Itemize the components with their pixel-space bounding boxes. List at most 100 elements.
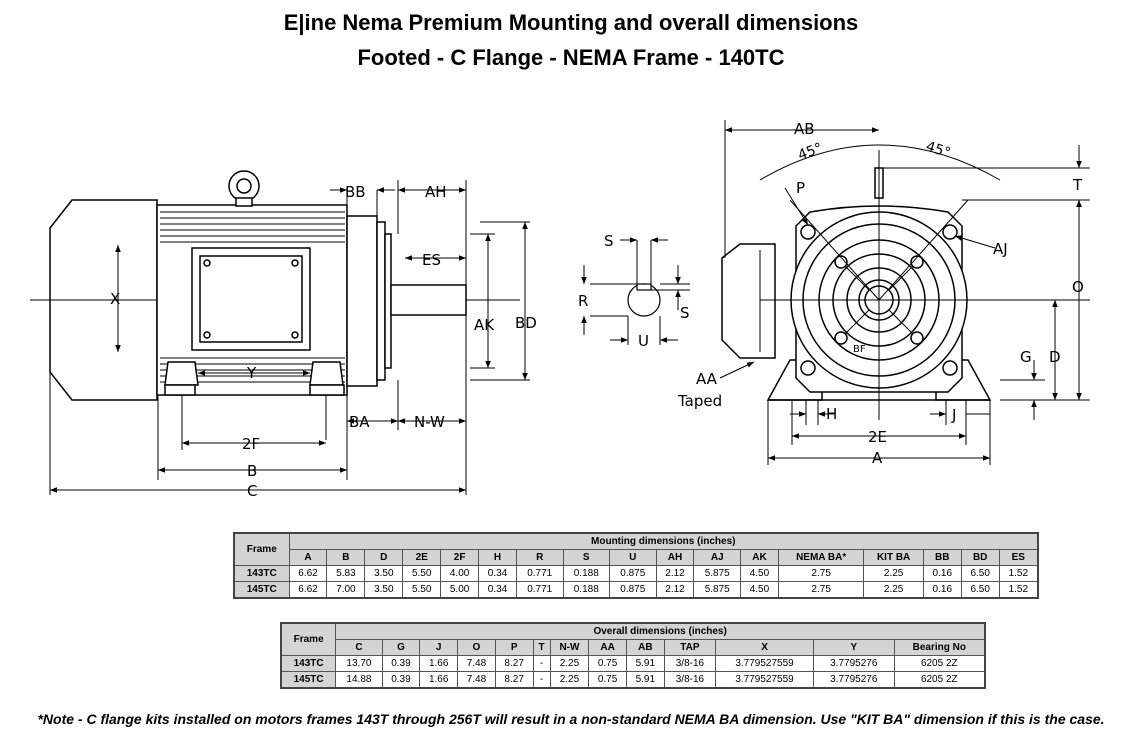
- mounting-col-header: U: [609, 549, 657, 566]
- title-line-1: E|ine Nema Premium Mounting and overall …: [283, 10, 859, 35]
- table-cell: 6.62: [288, 565, 328, 582]
- footnote: *Note - C flange kits installed on motor…: [37, 711, 1105, 727]
- overall-col-header: X: [715, 639, 814, 656]
- table-cell: 0.75: [588, 671, 627, 689]
- table-cell: 0.39: [381, 671, 421, 689]
- label-taped: Taped: [677, 392, 722, 410]
- label-2e: 2E: [868, 428, 887, 446]
- front-view: [719, 120, 1090, 465]
- table-cell: 4.50: [740, 565, 779, 582]
- shaft-detail: [581, 237, 690, 345]
- mounting-col-header: B: [326, 549, 366, 566]
- overall-col-header: AA: [588, 639, 627, 656]
- mounting-col-header: AJ: [693, 549, 741, 566]
- table-cell: 6.50: [960, 581, 1000, 599]
- label-45-left: 45°: [796, 140, 825, 164]
- overall-col-header: G: [381, 639, 421, 656]
- label-o: O: [1072, 278, 1084, 296]
- overall-col-header: Bearing No: [893, 639, 986, 656]
- table-cell: 0.188: [562, 565, 611, 582]
- table-cell: 7.48: [457, 671, 496, 689]
- mounting-col-header: A: [288, 549, 328, 566]
- overall-col-header: C: [335, 639, 383, 656]
- mounting-col-header: H: [478, 549, 517, 566]
- mount-caption: Mounting dimensions (inches): [288, 532, 1039, 550]
- mounting-col-header: R: [515, 549, 564, 566]
- table-cell: 3.779527559: [715, 655, 814, 672]
- table-cell: -: [532, 671, 551, 689]
- table-cell: 3.7795276: [812, 655, 895, 672]
- label-45-right: 45°: [924, 139, 953, 162]
- overall-col-header: N-W: [549, 639, 590, 656]
- mounting-col-header: S: [562, 549, 611, 566]
- label-shaft-u: U: [638, 332, 649, 350]
- table-cell: 2.25: [549, 671, 590, 689]
- overall-col-header: O: [457, 639, 496, 656]
- table-cell: 5.50: [402, 565, 442, 582]
- shaft-detail-labels: S R S U: [578, 232, 690, 350]
- label-bf: BF: [853, 344, 866, 355]
- table-cell: 0.39: [381, 655, 421, 672]
- label-es: ES: [422, 251, 441, 269]
- overall-col-header: TAP: [663, 639, 717, 656]
- label-x: X: [110, 290, 120, 308]
- table-cell: 5.91: [625, 671, 665, 689]
- table-cell: 0.16: [922, 581, 962, 599]
- label-g: G: [1020, 348, 1032, 366]
- label-d: D: [1049, 348, 1061, 366]
- overall-col-header: Y: [812, 639, 895, 656]
- mounting-col-header: NEMA BA*: [777, 549, 865, 566]
- label-p: P: [796, 179, 805, 197]
- table-cell: 3/8-16: [663, 671, 717, 689]
- table-cell: 7.48: [457, 655, 496, 672]
- table-cell: 6205 2Z: [893, 671, 986, 689]
- table-cell: 5.91: [625, 655, 665, 672]
- table-cell: 0.16: [922, 565, 962, 582]
- table-cell: 3.7795276: [812, 671, 895, 689]
- table-cell: 1.52: [998, 565, 1039, 582]
- label-bb: BB: [345, 183, 366, 201]
- table-cell: 0.875: [609, 565, 657, 582]
- label-b: B: [247, 462, 257, 480]
- frame-cell: 143TC: [280, 655, 337, 672]
- label-shaft-s-top: S: [604, 232, 614, 250]
- mount-frame-header: Frame: [233, 532, 290, 566]
- overall-col-header: T: [532, 639, 551, 656]
- table-cell: 8.27: [494, 655, 534, 672]
- mounting-col-header: KIT BA: [863, 549, 924, 566]
- label-ab: AB: [794, 120, 815, 138]
- table-cell: 3/8-16: [663, 655, 717, 672]
- label-shaft-s-side: S: [680, 304, 690, 322]
- table-cell: 0.34: [478, 581, 517, 599]
- table-cell: 3.779527559: [715, 671, 814, 689]
- table-cell: 2.75: [777, 581, 865, 599]
- mounting-col-header: AH: [655, 549, 695, 566]
- table-cell: -: [532, 655, 551, 672]
- table-cell: 13.70: [335, 655, 383, 672]
- table-cell: 1.66: [419, 671, 459, 689]
- label-aa: AA: [696, 370, 718, 388]
- table-cell: 1.52: [998, 581, 1039, 599]
- side-view-labels: BB AH ES X AK BD Y BA N-W 2F B C: [110, 183, 537, 500]
- motor-drawing: BB AH ES X AK BD Y BA N-W 2F B C S R S: [30, 120, 1090, 500]
- label-nw: N-W: [414, 413, 445, 431]
- table-cell: 1.66: [419, 655, 459, 672]
- mounting-col-header: 2F: [440, 549, 480, 566]
- table-cell: 3.50: [364, 565, 404, 582]
- overall-col-header: P: [494, 639, 534, 656]
- table-cell: 6205 2Z: [893, 655, 986, 672]
- label-t: T: [1072, 176, 1083, 194]
- mounting-col-header: ES: [998, 549, 1039, 566]
- label-ah: AH: [425, 183, 447, 201]
- table-cell: 2.25: [863, 581, 924, 599]
- table-cell: 3.50: [364, 581, 404, 599]
- title-line-2: Footed - C Flange - NEMA Frame - 140TC: [357, 45, 785, 70]
- mounting-col-header: AK: [740, 549, 779, 566]
